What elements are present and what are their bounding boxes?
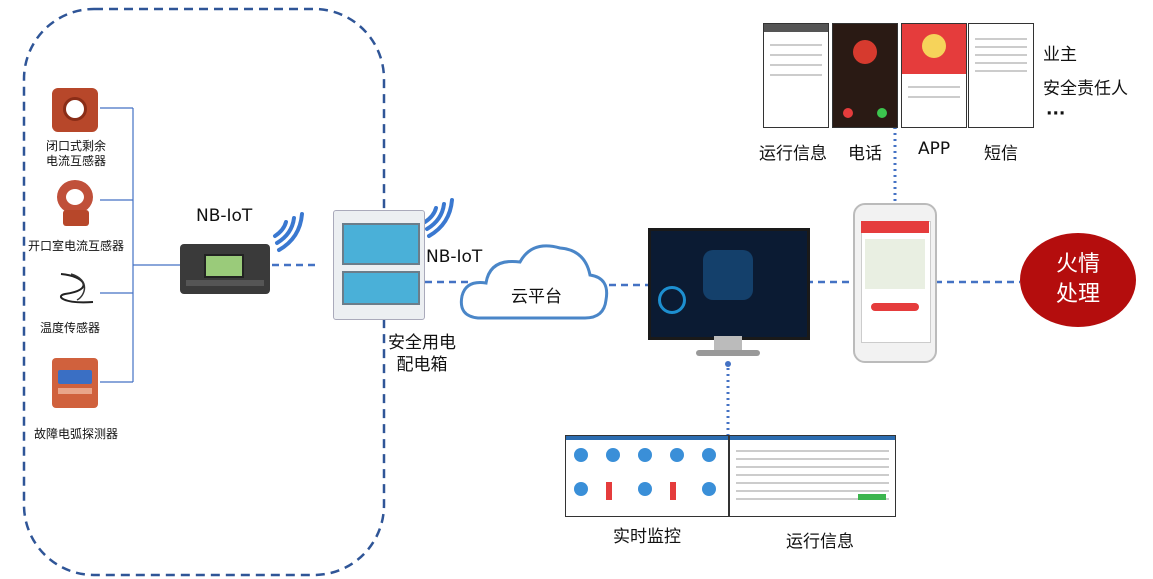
thumb-run-info	[763, 23, 829, 128]
bottom-label-run-info: 运行信息	[786, 532, 854, 552]
sensor-label-closed-ct-2: 电流互感器	[45, 154, 106, 168]
gateway-device-icon	[180, 244, 270, 294]
smartphone-app-icon	[853, 203, 937, 363]
notify-label-app: APP	[918, 139, 951, 159]
recipient-owner: 业主	[1043, 45, 1077, 65]
fire-label-1: 火情	[1055, 252, 1100, 277]
recipient-safety-officer: 安全责任人	[1043, 79, 1128, 99]
bottom-label-realtime: 实时监控	[613, 527, 681, 547]
thumb-phone-call	[832, 23, 898, 128]
cloud-shape	[459, 244, 609, 320]
notify-label-run-info: 运行信息	[759, 144, 827, 164]
sensor-label-arc-detector: 故障电弧探测器	[34, 427, 119, 441]
sensor-label-temperature: 温度传感器	[40, 321, 101, 335]
sensor-label-split-ct: 开口室电流互感器	[28, 239, 125, 253]
split-ct-icon	[55, 180, 97, 228]
distribution-box-icon	[333, 210, 425, 320]
notify-label-sms: 短信	[984, 144, 1018, 164]
notify-label-phone: 电话	[848, 144, 882, 164]
recipient-more: ···	[1046, 104, 1066, 124]
distribution-box-label-1: 安全用电	[388, 333, 456, 353]
distribution-box-label-2: 配电箱	[396, 355, 448, 375]
sensor-label-closed-ct-1: 闭口式剩余	[45, 139, 106, 153]
thumb-sms	[968, 23, 1034, 128]
cloud-platform-label: 云平台	[511, 287, 562, 307]
wifi-signal-icon-2	[423, 198, 454, 238]
distribution-box-nb-label: NB-IoT	[426, 247, 483, 267]
closed-ct-icon	[52, 88, 98, 132]
arc-detector-icon	[52, 358, 98, 408]
fire-label-2: 处理	[1055, 282, 1100, 307]
temperature-sensor-icon	[55, 270, 99, 306]
fire-handling-badge: 火情 处理	[1020, 233, 1136, 327]
thumb-run-records	[729, 435, 896, 517]
dashboard-monitor-icon	[648, 228, 810, 362]
wifi-signal-icon	[273, 212, 304, 252]
thumb-realtime-monitor	[565, 435, 729, 517]
gateway-nb-label: NB-IoT	[196, 206, 253, 226]
thumb-app	[901, 23, 967, 128]
